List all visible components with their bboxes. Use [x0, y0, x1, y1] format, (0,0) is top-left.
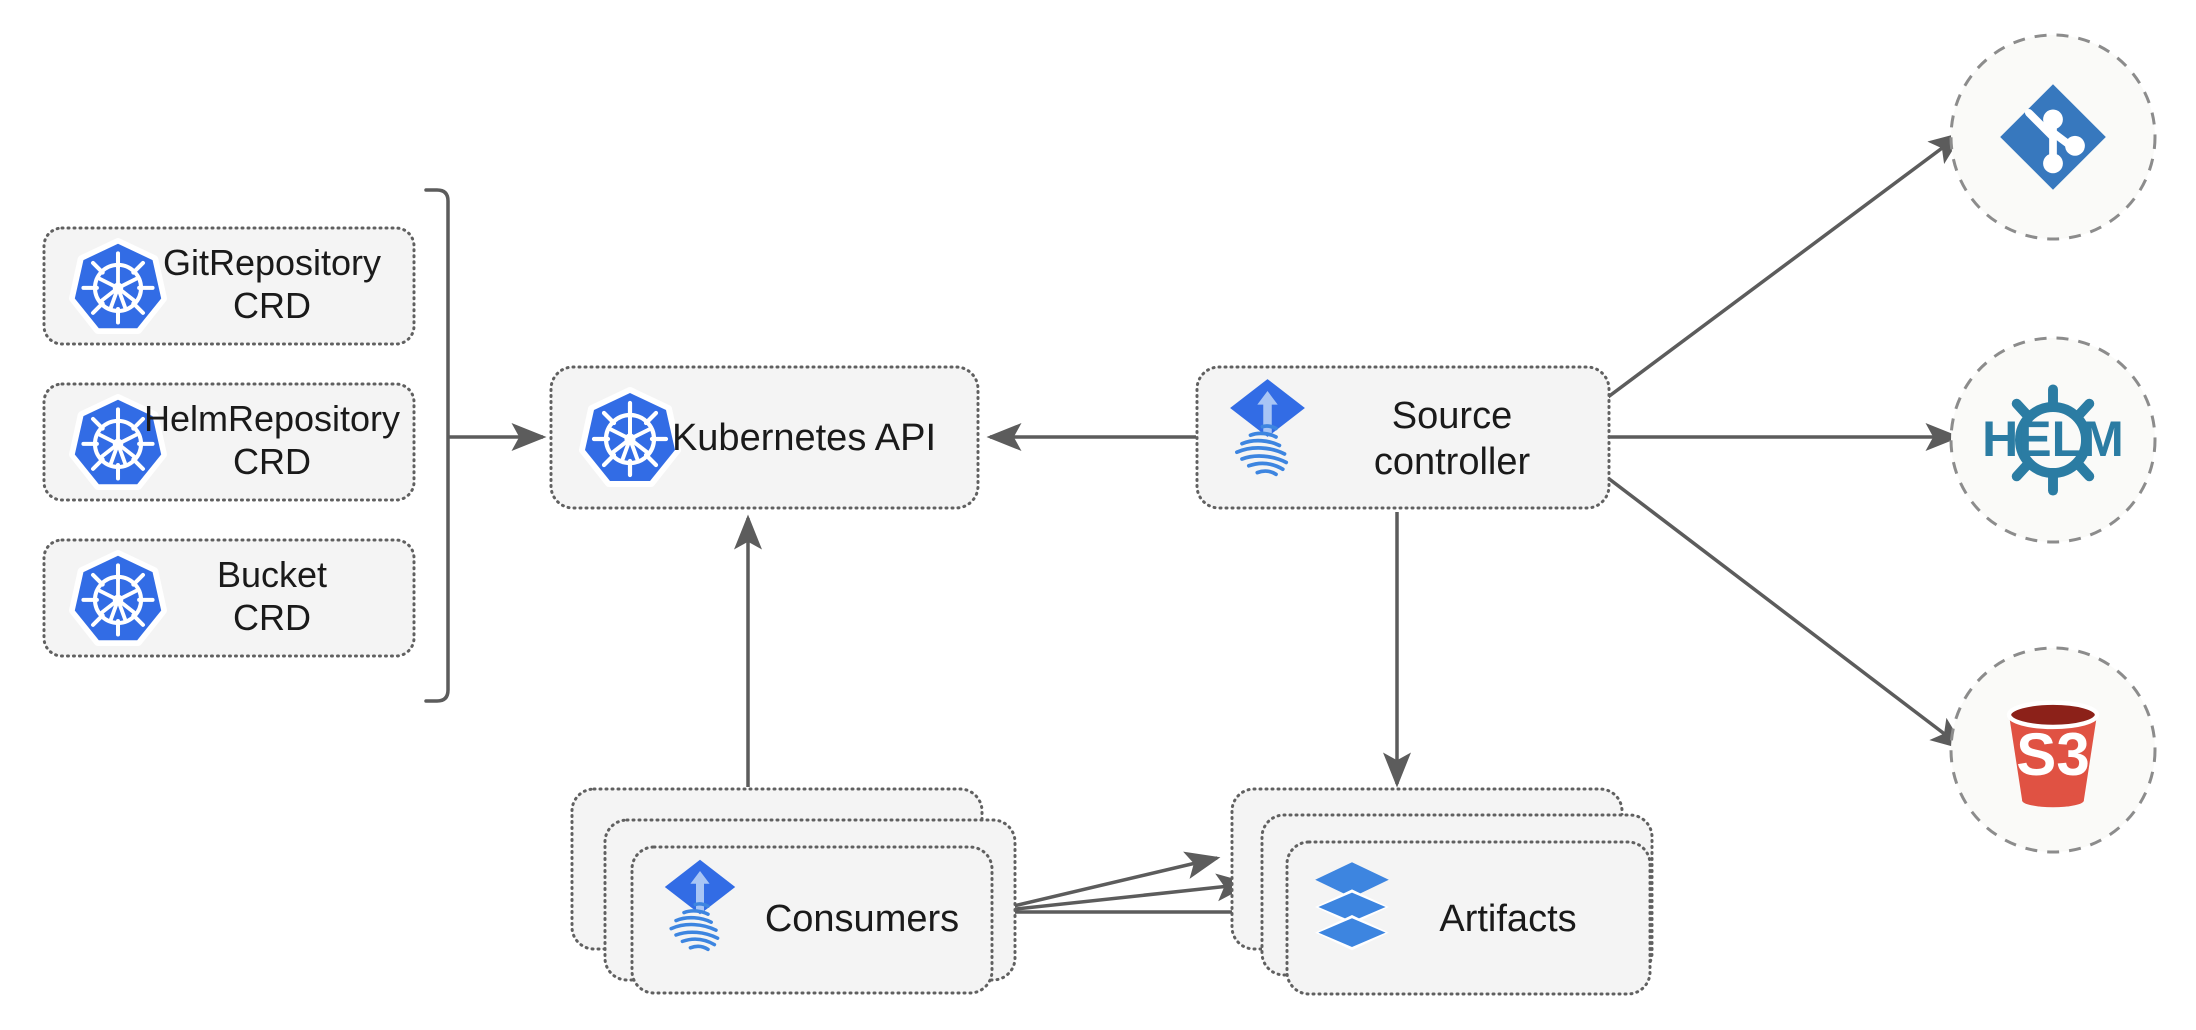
crd-label-line1: HelmRepository [144, 398, 400, 439]
crd-card-helmrepository[interactable]: HelmRepository CRD [42, 382, 416, 502]
consumers-label: Consumers [765, 898, 959, 940]
edge-consumers-to-artifacts-1 [987, 851, 1221, 914]
kubernetes-icon [73, 242, 163, 330]
node-source-controller[interactable]: Source controller [1195, 365, 1611, 510]
source-controller-label-line2: controller [1374, 441, 1531, 483]
artifacts-label: Artifacts [1439, 898, 1576, 940]
crd-label-line1: Bucket [217, 554, 327, 595]
crd-card-bucket[interactable]: Bucket CRD [42, 538, 416, 658]
source-controller-label-line1: Source [1392, 395, 1512, 437]
crd-label-line2: CRD [233, 441, 311, 482]
node-consumers[interactable]: Consumers [570, 787, 1017, 995]
node-kubernetes-api[interactable]: Kubernetes API [549, 365, 980, 510]
source-circle-helm[interactable]: HELM [1949, 336, 2157, 544]
kubernetes-icon [73, 554, 163, 642]
s3-label: S3 [2016, 721, 2089, 788]
crd-label-line1: GitRepository [163, 242, 381, 283]
kubernetes-api-label: Kubernetes API [672, 417, 936, 459]
edge-source-to-git [1602, 131, 1964, 402]
crd-card-gitrepository[interactable]: GitRepository CRD [42, 226, 416, 346]
source-circle-git[interactable] [1949, 33, 2157, 241]
layers-icon [1315, 862, 1389, 951]
edge-consumers-to-artifacts-2 [987, 873, 1252, 914]
crd-group-bracket [424, 188, 450, 703]
crd-label-line2: CRD [233, 597, 311, 638]
node-artifacts[interactable]: Artifacts [1230, 787, 1654, 996]
source-circle-s3[interactable]: S3 [1949, 646, 2157, 854]
crd-label-line2: CRD [233, 285, 311, 326]
kubernetes-icon [583, 391, 677, 483]
edge-source-to-s3 [1602, 473, 1966, 751]
helm-label: HELM [1982, 411, 2124, 467]
